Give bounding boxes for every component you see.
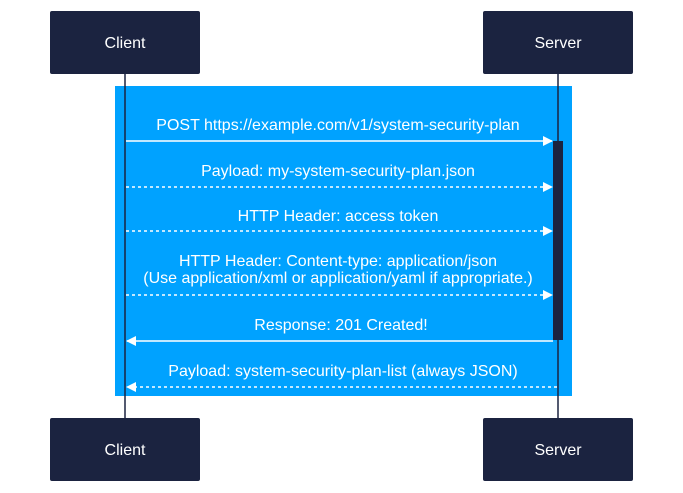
message-1: POST https://example.com/v1/system-secur… [126,117,553,146]
client-actor-top-label: Client [105,35,146,52]
message-3-label: HTTP Header: access token [238,208,439,225]
client-actor-top: Client [50,11,200,74]
message-4: HTTP Header: Content-type: application/j… [126,253,553,300]
message-4-label-line-1: HTTP Header: Content-type: application/j… [179,253,497,270]
message-6: Payload: system-security-plan-list (alwa… [126,363,557,392]
message-3: HTTP Header: access token [126,208,553,236]
server-actor-bottom: Server [483,418,633,481]
message-5: Response: 201 Created! [126,317,553,346]
server-actor-top: Server [483,11,633,74]
client-actor-bottom-label: Client [105,442,146,459]
client-actor-bottom: Client [50,418,200,481]
highlight-frame [115,86,572,396]
message-2: Payload: my-system-security-plan.json [126,163,553,192]
message-6-label: Payload: system-security-plan-list (alwa… [168,363,517,380]
message-4-label-line-2: (Use application/xml or application/yaml… [143,270,533,287]
server-actor-bottom-label: Server [534,442,582,459]
message-2-label: Payload: my-system-security-plan.json [201,163,475,180]
message-1-label: POST https://example.com/v1/system-secur… [156,117,519,134]
server-actor-top-label: Server [534,35,582,52]
message-5-label: Response: 201 Created! [254,317,427,334]
server-activation-bar [553,141,563,340]
